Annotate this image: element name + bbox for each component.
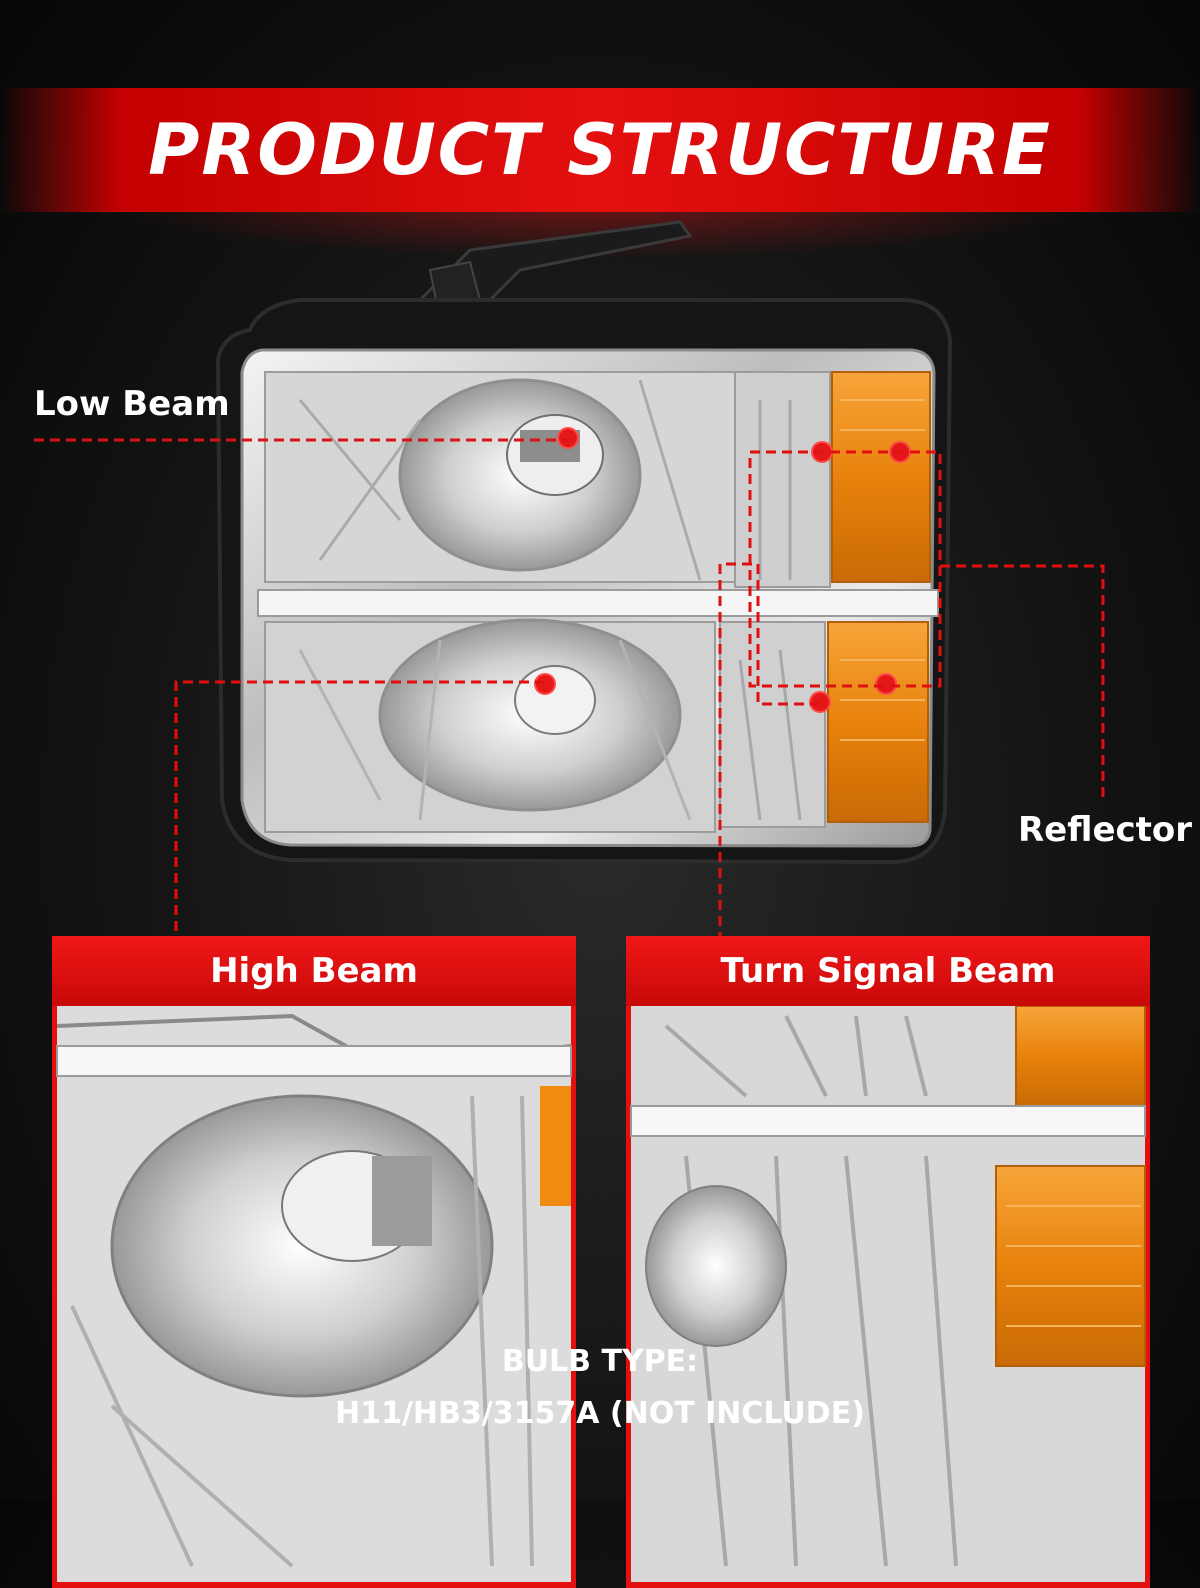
amber-lower-reflector (827, 621, 929, 823)
reflector-box (748, 450, 942, 688)
reflector-label: Reflector (1018, 810, 1193, 850)
amber-upper-reflector (831, 371, 931, 583)
high-beam-leader (174, 680, 545, 936)
turn-dot-1 (809, 691, 831, 713)
turn-signal-panel: Turn Signal Beam (626, 936, 1150, 1588)
bulb-type-text: BULB TYPE: H11/HB3/3157A (NOT INCLUDE) (0, 1336, 1200, 1440)
low-beam-dot (557, 427, 579, 449)
turn-signal-heading: Turn Signal Beam (626, 936, 1150, 1006)
high-beam-detail-image (52, 1006, 576, 1588)
high-beam-dot (534, 673, 556, 695)
page-title: PRODUCT STRUCTURE (148, 109, 1052, 191)
high-beam-heading: High Beam (52, 936, 576, 1006)
bulb-type-heading: BULB TYPE: (501, 1344, 699, 1379)
title-banner (0, 88, 1200, 212)
turn-leader (718, 562, 820, 936)
headlight-illustration (34, 220, 1105, 936)
reflector-leader (940, 564, 1105, 800)
low-beam-label: Low Beam (34, 384, 230, 424)
high-beam-panel: High Beam (52, 936, 576, 1588)
bulb-type-value: H11/HB3/3157A (NOT INCLUDE) (335, 1396, 865, 1431)
turn-dot-2 (875, 673, 897, 695)
turn-signal-detail-image (626, 1006, 1150, 1588)
